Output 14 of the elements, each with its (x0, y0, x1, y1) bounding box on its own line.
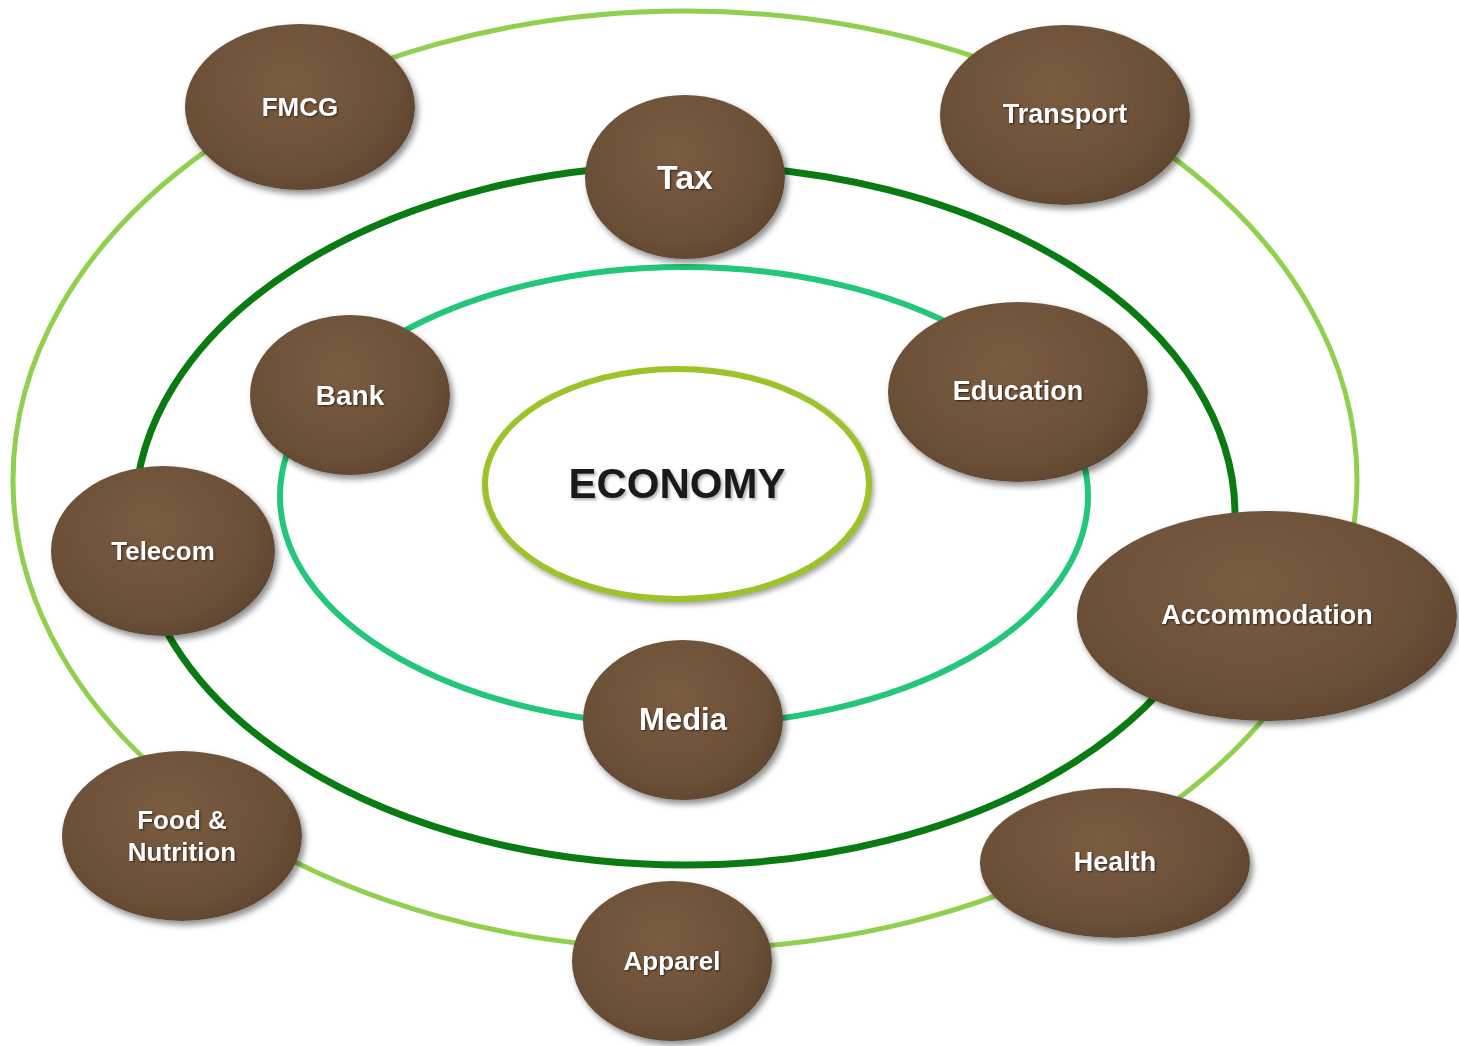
node-label: Media (639, 700, 727, 739)
node-label: Health (1073, 846, 1157, 880)
node-label: Tax (656, 156, 714, 198)
node-label: Telecom (111, 534, 215, 568)
node-label: Food & Nutrition (126, 803, 238, 869)
sector-ellipse (888, 302, 1148, 482)
node-label: Apparel (623, 944, 721, 978)
node-label: Bank (315, 378, 385, 413)
sector-ellipse (62, 751, 302, 921)
node-label: ECONOMY (568, 458, 786, 509)
node-label: FMCG (261, 90, 339, 124)
node-label: Accommodation (1161, 599, 1373, 633)
node-label: Transport (1002, 98, 1128, 132)
node-label: Education (952, 375, 1084, 409)
